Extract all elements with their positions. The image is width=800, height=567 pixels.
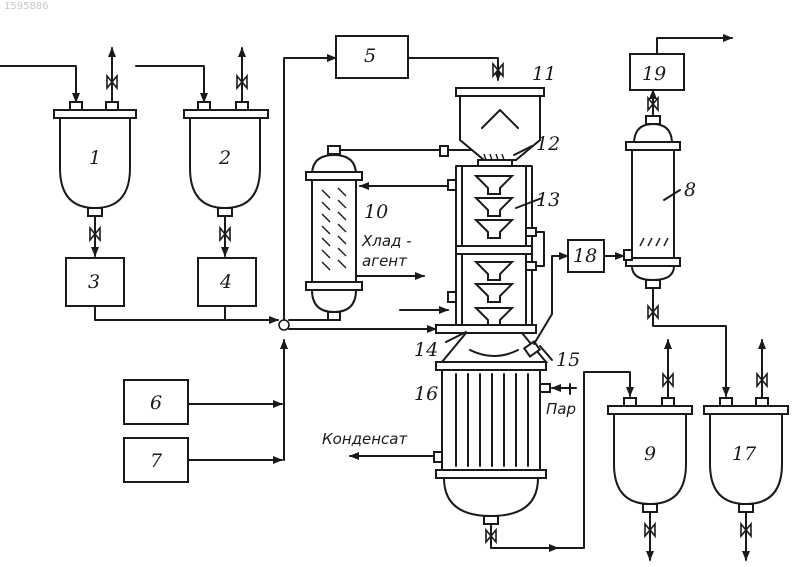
vessel-1: 1: [0, 48, 136, 256]
label-2: 2: [218, 147, 231, 169]
label-1: 1: [89, 147, 101, 169]
label-19: 19: [642, 63, 666, 85]
column: 11 12 13 14: [400, 63, 560, 361]
label-8: 8: [684, 179, 696, 201]
condensate-label: Конденсат: [322, 430, 408, 448]
label-13: 13: [536, 189, 560, 211]
column-8: 8: [624, 116, 696, 288]
label-3: 3: [88, 271, 100, 293]
label-9: 9: [644, 443, 656, 465]
watermark: 1595886: [4, 1, 49, 12]
label-11: 11: [532, 63, 556, 85]
label-4: 4: [219, 271, 232, 293]
label-15: 15: [556, 349, 580, 371]
label-12: 12: [536, 133, 560, 155]
label-14: 14: [414, 339, 438, 361]
label-10: 10: [364, 201, 388, 223]
evaporator-16: 16: [414, 362, 550, 524]
label-6: 6: [150, 392, 162, 414]
coolant-label-line1: Хлад -: [361, 232, 412, 250]
vessel-2: 2: [136, 48, 268, 256]
label-16: 16: [414, 383, 438, 405]
vessel-17: 17: [704, 340, 788, 560]
label-5: 5: [364, 45, 376, 67]
coolant-label-line2: агент: [362, 252, 408, 270]
label-7: 7: [150, 450, 163, 472]
label-17: 17: [732, 443, 757, 465]
steam-label: Пар: [546, 400, 576, 418]
label-18: 18: [573, 245, 597, 267]
